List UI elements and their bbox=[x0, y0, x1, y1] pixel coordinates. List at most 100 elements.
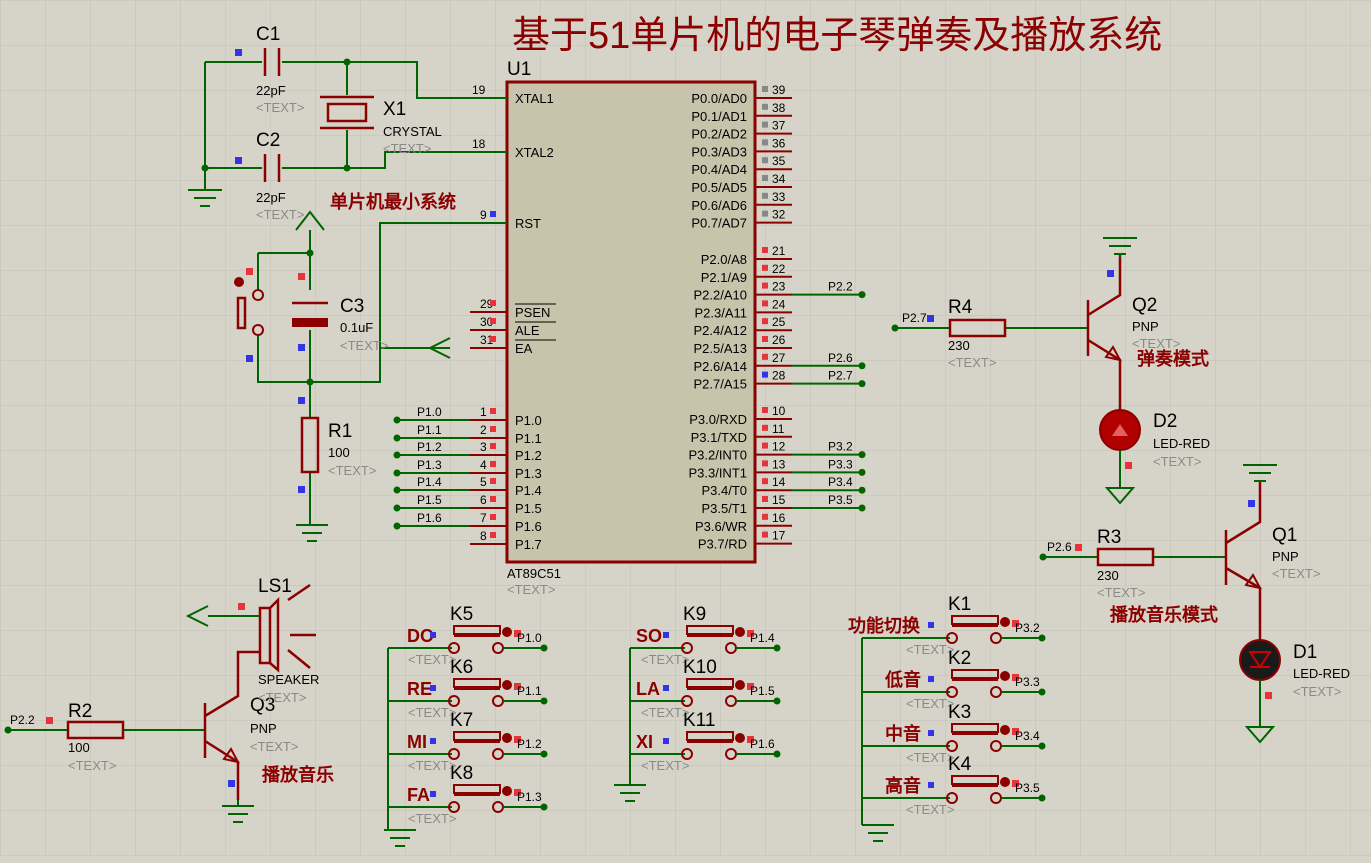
mcu-pin-2[interactable]: 2P1.1 bbox=[470, 423, 542, 446]
mcu-pin-num: 21 bbox=[772, 244, 786, 258]
c3-value: 0.1uF bbox=[340, 320, 373, 335]
speaker-ls1[interactable]: LS1 SPEAKER <TEXT> bbox=[185, 576, 319, 705]
key-label: FA bbox=[407, 785, 430, 805]
resistor-r2[interactable]: R2 100 <TEXT> bbox=[46, 701, 125, 773]
reset-section: C3 0.1uF <TEXT> R1 100 <TEXT> bbox=[234, 210, 507, 542]
r4-net-label: P2.7 bbox=[902, 311, 927, 325]
x1-ref: X1 bbox=[383, 99, 406, 120]
c3-placeholder: <TEXT> bbox=[340, 338, 388, 353]
crystal-x1[interactable]: X1 CRYSTAL <TEXT> bbox=[320, 95, 442, 156]
resistor-r3[interactable]: R3 230 <TEXT> bbox=[1075, 527, 1155, 600]
key-placeholder: <TEXT> bbox=[408, 652, 456, 667]
mcu-pin-num: 14 bbox=[772, 475, 786, 489]
mcu-pin-name: P1.0 bbox=[515, 413, 542, 428]
q3-value: PNP bbox=[250, 721, 277, 736]
resistor-r1[interactable]: R1 100 <TEXT> bbox=[298, 397, 376, 493]
mcu-pin-5[interactable]: 5P1.4 bbox=[470, 475, 542, 498]
r2-ref: R2 bbox=[68, 701, 92, 722]
mcu-pin-num: 34 bbox=[772, 172, 786, 186]
mcu-pin-8[interactable]: 8P1.7 bbox=[470, 529, 542, 552]
mcu-pin-18[interactable]: XTAL2 bbox=[515, 145, 554, 160]
keypad-section: DOK5P1.0<TEXT>REK6P1.1<TEXT>MIK7P1.2<TEX… bbox=[384, 594, 1046, 847]
mcu-pin-name: P2.3/A11 bbox=[694, 305, 747, 320]
d2-ref: D2 bbox=[1153, 411, 1177, 432]
mcu-pin-4[interactable]: 4P1.3 bbox=[470, 458, 542, 481]
mcu-u1[interactable]: U1 AT89C51 <TEXT> XTAL1XTAL29RST29PSEN30… bbox=[470, 59, 792, 597]
ls1-value: SPEAKER bbox=[258, 672, 319, 687]
capacitor-c1[interactable]: C1 22pF <TEXT> bbox=[235, 24, 304, 115]
key-label: LA bbox=[636, 679, 660, 699]
mcu-pin-7[interactable]: 7P1.6 bbox=[470, 511, 542, 534]
key-net-label: P3.3 bbox=[1015, 675, 1040, 689]
mcu-pin-num: 2 bbox=[480, 423, 487, 437]
mcu-pin-num: 16 bbox=[772, 511, 786, 525]
key-net-label: P1.5 bbox=[750, 684, 775, 698]
mcu-pin-name: P1.4 bbox=[515, 483, 542, 498]
mcu-pin-num: 17 bbox=[772, 529, 786, 543]
mcu-pin-6[interactable]: 6P1.5 bbox=[470, 493, 542, 516]
d2-value: LED-RED bbox=[1153, 436, 1210, 451]
mcu-pin-name: P0.1/AD1 bbox=[691, 109, 747, 124]
p1-net-label: P1.1 bbox=[417, 423, 442, 437]
transistor-q3[interactable]: Q3 PNP <TEXT> bbox=[203, 650, 298, 823]
mcu-pin-3[interactable]: 3P1.2 bbox=[470, 440, 542, 463]
mcu-pin-1[interactable]: 1P1.0 bbox=[470, 405, 542, 428]
transistor-q1[interactable]: Q1 PNP <TEXT> bbox=[1224, 464, 1320, 640]
reset-button[interactable] bbox=[234, 268, 264, 362]
key-placeholder: <TEXT> bbox=[641, 758, 689, 773]
mcu-pin-name: P1.6 bbox=[515, 519, 542, 534]
mcu-pin-num: 35 bbox=[772, 154, 786, 168]
mcu-pin-name: P3.7/RD bbox=[698, 537, 747, 552]
x1-placeholder: <TEXT> bbox=[383, 141, 431, 156]
led-d2[interactable]: D2 LED-RED <TEXT> bbox=[1099, 409, 1210, 505]
resistor-r4[interactable]: R4 230 <TEXT> bbox=[927, 297, 1007, 370]
port-net-label: P2.6 bbox=[828, 351, 853, 365]
capacitor-c2[interactable]: C2 22pF <TEXT> bbox=[235, 130, 304, 222]
led-d1[interactable]: D1 LED-RED <TEXT> bbox=[1239, 639, 1350, 744]
mcu-pin-19[interactable]: XTAL1 bbox=[515, 91, 554, 106]
transistor-q2[interactable]: Q2 PNP <TEXT> bbox=[1086, 237, 1180, 410]
play-music-annotation: 播放音乐 bbox=[262, 764, 334, 785]
key-placeholder: <TEXT> bbox=[641, 652, 689, 667]
capacitor-c3[interactable]: C3 0.1uF <TEXT> bbox=[292, 273, 388, 353]
